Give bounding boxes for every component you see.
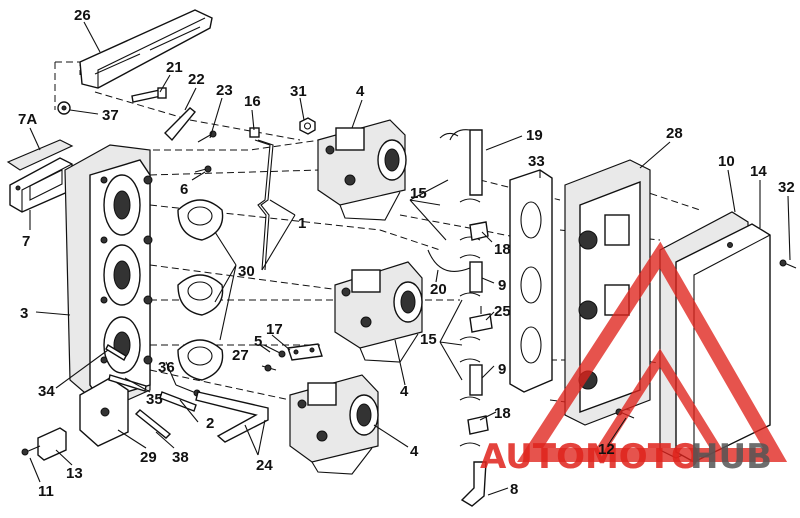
callout-3: 3 (20, 305, 28, 322)
callout-21: 21 (166, 59, 183, 76)
part-6-screw (194, 165, 212, 173)
callout-2: 2 (206, 415, 214, 432)
part-11-screw (21, 445, 41, 456)
part-36-screw (175, 384, 201, 397)
callout-7: 7 (22, 233, 30, 250)
callout-24: 24 (256, 457, 273, 474)
automotohub-wordmark: AUTOMOTO HUB (480, 437, 772, 477)
part-22-bracket (164, 107, 196, 142)
callout-32: 32 (778, 179, 795, 196)
callout-14: 14 (750, 163, 767, 180)
part-13-clip (37, 427, 67, 461)
callout-16: 16 (244, 93, 261, 110)
part-26-cover (79, 9, 213, 89)
callout-38: 38 (172, 449, 189, 466)
callout-23: 23 (216, 82, 233, 99)
callout-15-top: 15 (410, 185, 427, 202)
part-30-gaskets (177, 199, 224, 381)
callout-18-top: 18 (494, 241, 511, 258)
part-17-link (287, 343, 323, 361)
callout-25: 25 (494, 303, 511, 320)
watermark-brand-part2: HUB (690, 437, 772, 477)
callout-18-bottom: 18 (494, 405, 511, 422)
part-20-hose (427, 249, 471, 272)
part-18-fitting-top (469, 221, 489, 241)
callout-33: 33 (528, 153, 545, 170)
callout-37: 37 (102, 107, 119, 124)
callout-9-bottom: 9 (498, 361, 506, 378)
callout-6: 6 (180, 181, 188, 198)
callout-34: 34 (38, 383, 55, 400)
callout-4-top: 4 (356, 83, 365, 100)
callout-11: 11 (38, 483, 54, 500)
leader-lines (29, 21, 791, 496)
callout-35: 35 (146, 391, 163, 408)
part-8-hose (460, 461, 487, 507)
part-2-bolt (159, 391, 197, 412)
part-4-carburetor-mid (334, 261, 423, 363)
callout-5: 5 (254, 333, 262, 350)
part-38-bolt (134, 409, 172, 439)
callout-20: 20 (430, 281, 447, 298)
callout-4-mid: 4 (400, 383, 409, 400)
callout-22: 22 (188, 71, 205, 88)
part-9-hose-lower (469, 364, 483, 396)
callout-15-bottom: 15 (420, 331, 437, 348)
part-24-tube (195, 391, 269, 443)
part-19-hose (449, 129, 483, 196)
part-27-screw (261, 364, 277, 372)
callout-9-top: 9 (498, 277, 506, 294)
callout-27: 27 (232, 347, 249, 364)
part-31-nut (299, 117, 316, 135)
part-33-gasket (509, 169, 553, 393)
callout-29: 29 (140, 449, 157, 466)
callout-4-bottom: 4 (410, 443, 419, 460)
part-35-bolt (108, 374, 147, 392)
part-18-fitting-bottom (467, 415, 489, 435)
callout-7a: 7A (18, 111, 37, 128)
callout-31: 31 (290, 83, 307, 100)
part-37-plug (57, 101, 71, 115)
part-25-tee (469, 306, 493, 333)
part-34-bolt (105, 344, 127, 361)
callout-30: 30 (238, 263, 255, 280)
callout-28: 28 (666, 125, 683, 142)
watermark-brand-part1: AUTOMOTO (480, 437, 700, 477)
callout-10: 10 (718, 153, 735, 170)
callout-8: 8 (510, 481, 518, 498)
callout-13: 13 (66, 465, 83, 482)
part-32-screw (779, 259, 797, 269)
callout-19: 19 (526, 127, 543, 144)
assembly-guide-lines (54, 61, 701, 411)
part-23-screw (197, 130, 217, 143)
callout-26: 26 (74, 7, 91, 24)
callout-36: 36 (158, 359, 175, 376)
part-5-screw (263, 344, 286, 358)
callout-1: 1 (298, 215, 306, 232)
automotohub-logo (517, 241, 788, 462)
part-4-carburetor-bottom (289, 374, 379, 475)
part-3-manifold (64, 144, 153, 411)
part-4-carburetor-top (317, 119, 407, 221)
part-9-hose-upper (469, 261, 483, 293)
callout-12: 12 (598, 441, 615, 458)
callout-17: 17 (266, 321, 283, 338)
part-1-linkage (254, 139, 274, 271)
part-7a-gasket (6, 139, 74, 171)
callout-labels: 26 21 22 23 16 31 4 7A 37 19 28 33 10 14… (18, 7, 795, 500)
part-16-clip (249, 127, 260, 138)
